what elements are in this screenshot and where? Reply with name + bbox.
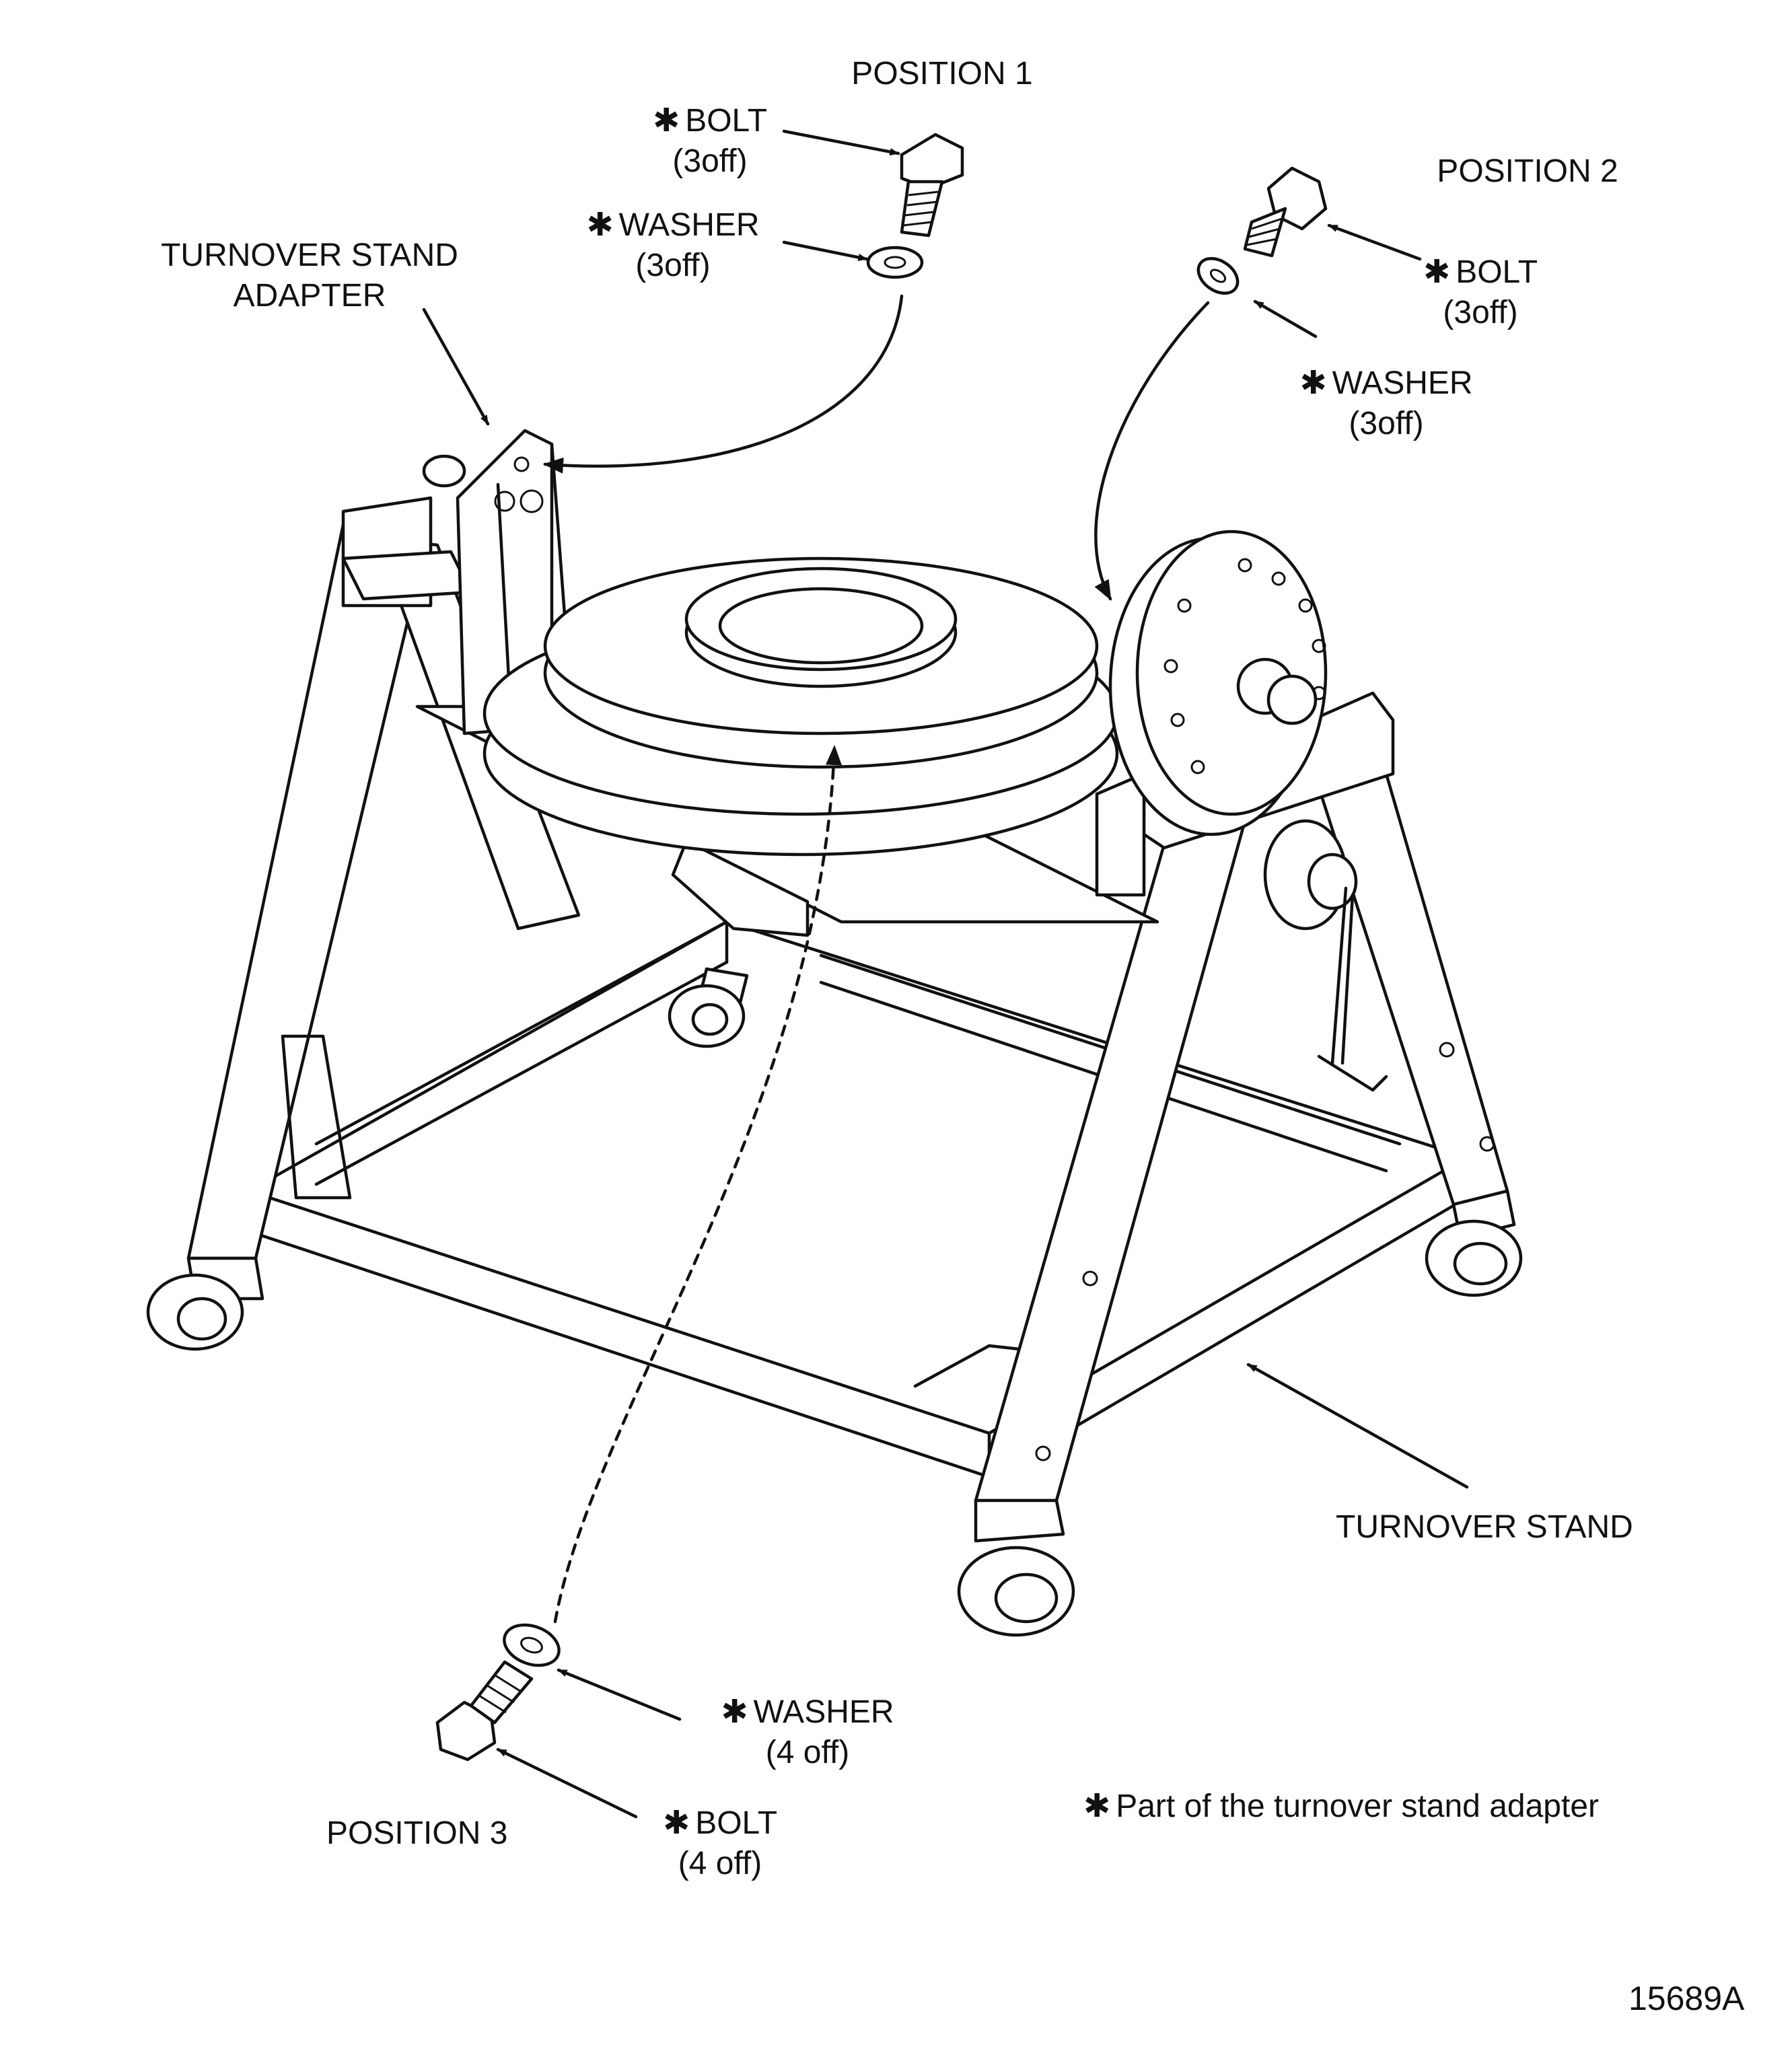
p1-washer-qty: (3off) — [635, 248, 711, 283]
castor-back-left — [668, 967, 749, 1048]
arrow-p1-bolt — [782, 129, 900, 156]
rotating-disc — [1108, 530, 1388, 1092]
asterisk-icon: ✱ — [1083, 1788, 1111, 1824]
base-frame — [247, 920, 1469, 1479]
position-1-label: POSITION 1 — [851, 56, 1033, 92]
position-2-label: POSITION 2 — [1437, 153, 1618, 189]
arrow-turnover-stand — [1246, 1363, 1469, 1489]
position-2-hardware — [1196, 166, 1328, 295]
p2-bolt-label: BOLT — [1456, 254, 1538, 290]
arrow-p2-washer — [1253, 299, 1318, 338]
asterisk-icon: ✱ — [721, 1694, 748, 1730]
castor-front-left — [146, 1256, 264, 1351]
asterisk-icon: ✱ — [652, 103, 680, 139]
arrow-p2-bolt — [1327, 223, 1422, 261]
assembly-path-arrows — [543, 294, 1210, 1624]
p2-washer-qty: (3off) — [1349, 406, 1424, 441]
p1-bolt-label: BOLT — [685, 103, 768, 139]
asterisk-icon: ✱ — [1423, 254, 1451, 290]
p1-washer-label: WASHER — [618, 207, 760, 243]
castor-front-right — [957, 1498, 1075, 1637]
p3-bolt-label: BOLT — [695, 1805, 778, 1841]
figure-number: 15689A — [1628, 1980, 1745, 2017]
position-1-hardware — [866, 133, 964, 279]
leader-arrows — [422, 129, 1469, 1819]
turnover-stand-label: TURNOVER STAND — [1336, 1509, 1633, 1545]
p1-bolt-callout: ✱BOLT (3off) — [626, 101, 794, 182]
adapter-callout: TURNOVER STAND ADAPTER — [128, 236, 491, 316]
p2-washer-label: WASHER — [1332, 365, 1473, 401]
ring-assembly — [482, 556, 1119, 857]
position-3-hardware — [435, 1623, 561, 1762]
p3-washer-callout: ✱WASHER (4 off) — [700, 1692, 915, 1773]
p1-washer-callout: ✱WASHER (3off) — [565, 205, 781, 286]
p3-bolt-qty: (4 off) — [678, 1846, 762, 1881]
path-position-3 — [553, 745, 842, 1624]
p3-washer-label: WASHER — [753, 1694, 894, 1730]
arrow-p3-bolt — [496, 1747, 638, 1819]
footnote: ✱Part of the turnover stand adapter — [1083, 1786, 1599, 1827]
asterisk-icon: ✱ — [1299, 365, 1327, 401]
arrow-p3-washer — [557, 1668, 682, 1721]
asterisk-icon: ✱ — [662, 1805, 690, 1841]
p2-bolt-callout: ✱BOLT (3off) — [1400, 252, 1561, 333]
footnote-text: Part of the turnover stand adapter — [1116, 1788, 1599, 1824]
adapter-label-line2: ADAPTER — [233, 278, 386, 314]
p3-bolt-callout: ✱BOLT (4 off) — [639, 1803, 801, 1884]
path-position-1 — [543, 294, 904, 474]
p1-bolt-qty: (3off) — [672, 143, 748, 179]
path-position-2 — [1094, 301, 1210, 601]
asterisk-icon: ✱ — [586, 207, 614, 243]
position-3-label: POSITION 3 — [326, 1815, 508, 1851]
p2-bolt-qty: (3off) — [1443, 295, 1518, 330]
adapter-label-line1: TURNOVER STAND — [161, 238, 458, 273]
p3-washer-qty: (4 off) — [765, 1735, 850, 1770]
arrow-p1-washer — [782, 240, 869, 261]
castor-back-right — [1425, 1189, 1523, 1297]
p2-washer-callout: ✱WASHER (3off) — [1279, 363, 1494, 444]
castors — [146, 967, 1523, 1637]
arrow-adapter — [422, 308, 490, 426]
